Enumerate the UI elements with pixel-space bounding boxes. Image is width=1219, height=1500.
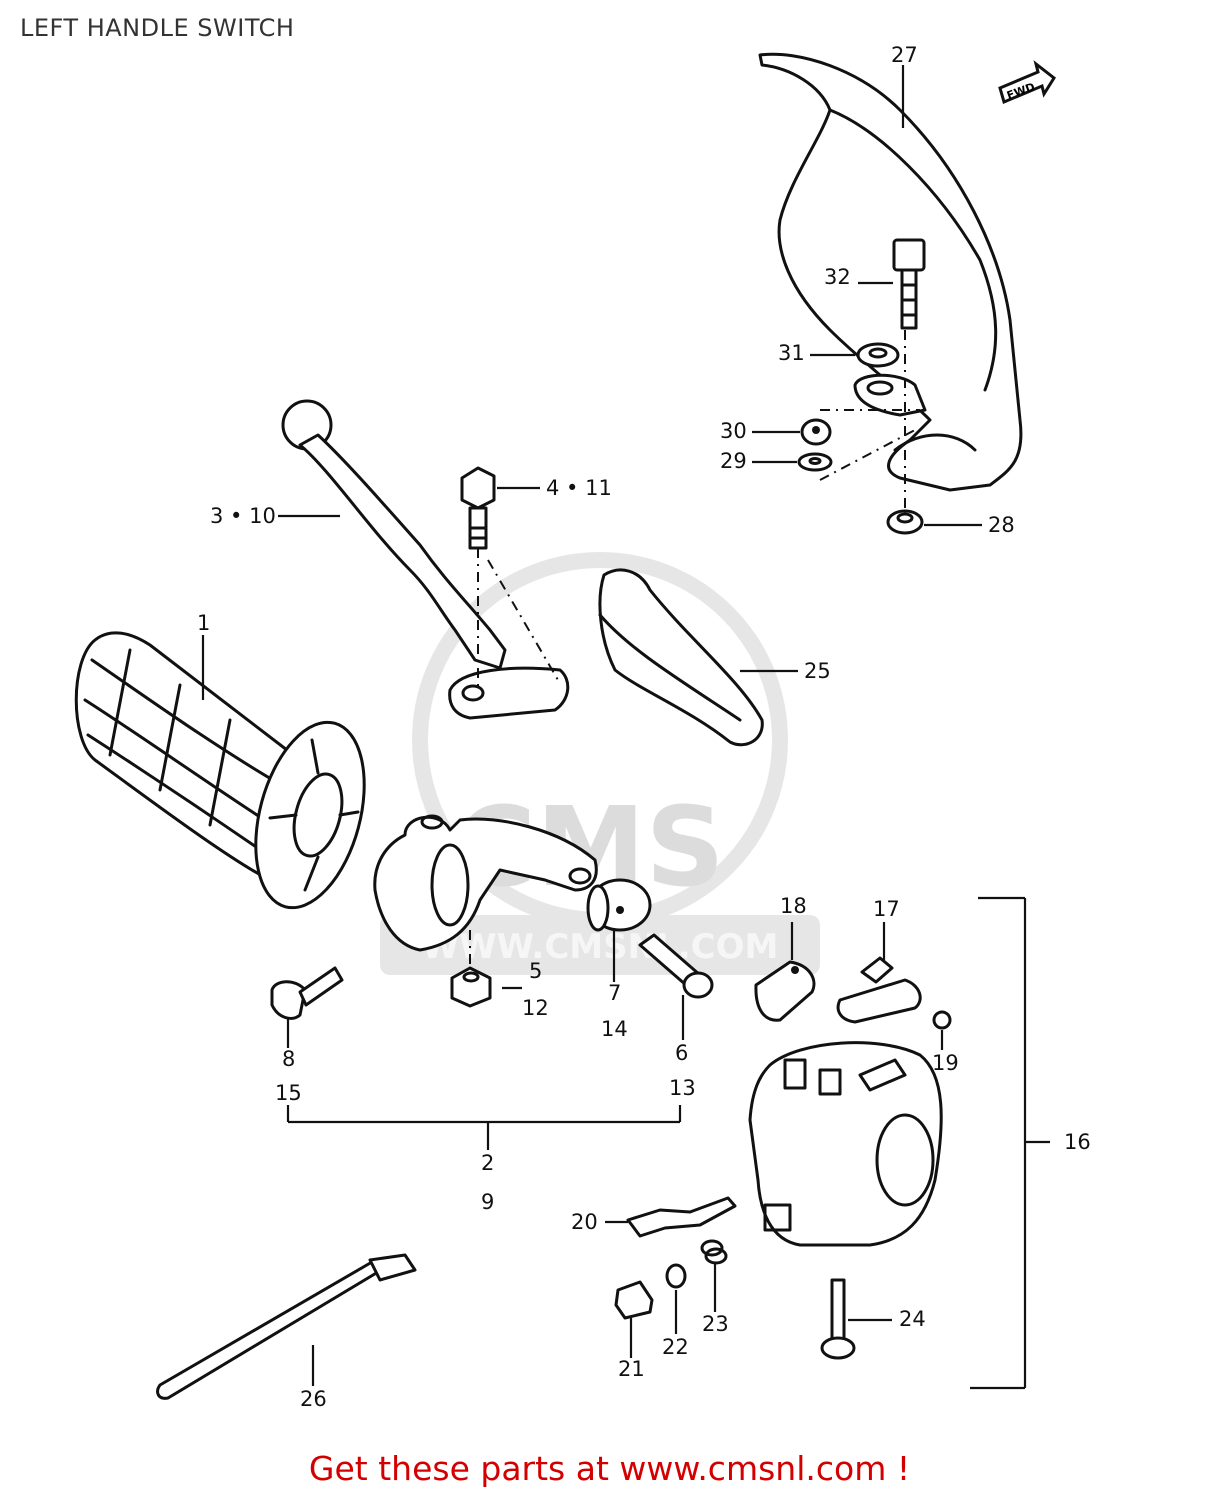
callout-18: 18 bbox=[780, 894, 807, 918]
coupler-21 bbox=[614, 1280, 654, 1320]
switch-housing bbox=[748, 1041, 943, 1247]
washer-29 bbox=[797, 452, 833, 472]
callout-3-10: 3 • 10 bbox=[210, 504, 276, 528]
nut-22 bbox=[665, 1263, 687, 1289]
callout-29: 29 bbox=[720, 449, 747, 473]
callout-7: 7 bbox=[608, 981, 621, 1005]
callout-25: 25 bbox=[804, 659, 831, 683]
callout-30: 30 bbox=[720, 419, 747, 443]
callout-13: 13 bbox=[669, 1076, 696, 1100]
lever-cover bbox=[598, 568, 764, 747]
callout-21: 21 bbox=[618, 1357, 645, 1381]
handle-grip bbox=[74, 631, 366, 910]
page-title: LEFT HANDLE SWITCH bbox=[20, 14, 295, 42]
callout-14: 14 bbox=[601, 1017, 628, 1041]
callout-17: 17 bbox=[873, 897, 900, 921]
bolt-32 bbox=[892, 238, 926, 330]
hand-guard bbox=[758, 52, 1023, 492]
callout-31: 31 bbox=[778, 341, 805, 365]
callout-12: 12 bbox=[522, 996, 549, 1020]
callout-labels: 27 32 31 30 29 28 3 • 10 4 • 11 1 25 5 1… bbox=[197, 43, 1091, 1411]
callout-16: 16 bbox=[1064, 1130, 1091, 1154]
callout-27: 27 bbox=[891, 43, 918, 67]
get-parts-link[interactable]: Get these parts at www.cmsnl.com ! bbox=[308, 1449, 911, 1488]
callout-5: 5 bbox=[529, 959, 542, 983]
nut-28 bbox=[886, 509, 924, 535]
fwd-arrow-icon: FWD bbox=[998, 60, 1056, 105]
callout-2: 2 bbox=[481, 1151, 494, 1175]
spring-23 bbox=[700, 1239, 728, 1265]
kit-bracket-2 bbox=[286, 1105, 682, 1150]
watermark: CMS WWW.CMSNL.COM bbox=[380, 552, 820, 975]
nut-5 bbox=[450, 966, 492, 1008]
guard-bracket bbox=[853, 373, 927, 417]
bolt-8 bbox=[270, 966, 344, 1020]
callout-6: 6 bbox=[675, 1041, 688, 1065]
adjuster-7 bbox=[586, 878, 652, 932]
callout-1: 1 bbox=[197, 611, 210, 635]
callout-24: 24 bbox=[899, 1307, 926, 1331]
callout-32: 32 bbox=[824, 265, 851, 289]
terminal-20 bbox=[626, 1196, 737, 1238]
pivot-bolt bbox=[460, 466, 496, 550]
lever-holder bbox=[373, 814, 598, 952]
watermark-url: WWW.CMSNL.COM bbox=[422, 927, 779, 967]
clutch-lever bbox=[281, 399, 570, 720]
callout-19: 19 bbox=[932, 1051, 959, 1075]
switch-part-18 bbox=[754, 960, 816, 1022]
callout-8: 8 bbox=[282, 1047, 295, 1071]
callout-23: 23 bbox=[702, 1312, 729, 1336]
callout-26: 26 bbox=[300, 1387, 327, 1411]
callout-4-11: 4 • 11 bbox=[546, 476, 612, 500]
screw-24 bbox=[820, 1278, 856, 1360]
washer-31 bbox=[856, 342, 900, 368]
screw-19 bbox=[932, 1010, 952, 1030]
leader-lines bbox=[201, 65, 982, 1386]
kit-bracket-16 bbox=[970, 896, 1050, 1390]
bolt-6 bbox=[638, 933, 714, 999]
switch-knob-17 bbox=[836, 956, 922, 1024]
callout-9: 9 bbox=[481, 1190, 494, 1214]
callout-20: 20 bbox=[571, 1210, 598, 1234]
cable-tie-26 bbox=[156, 1253, 417, 1400]
callout-28: 28 bbox=[988, 513, 1015, 537]
callout-22: 22 bbox=[662, 1335, 689, 1359]
callout-15: 15 bbox=[275, 1081, 302, 1105]
nut-30 bbox=[800, 418, 832, 446]
